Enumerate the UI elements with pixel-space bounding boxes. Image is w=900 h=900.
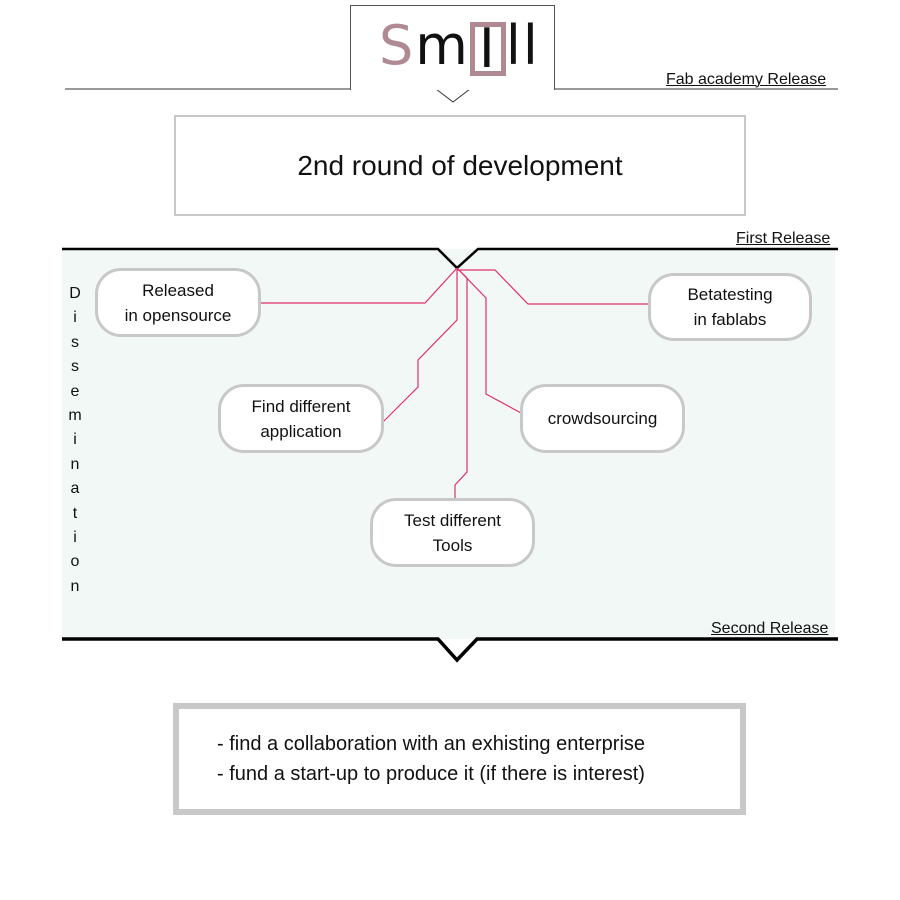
node-crowdsourcing: crowdsourcing (520, 384, 685, 453)
node-test-tools: Test different Tools (370, 498, 535, 567)
letter: m (68, 407, 82, 425)
connector-crowdsourcing (456, 267, 522, 414)
letter: i (73, 529, 77, 547)
next-steps-box: - find a collaboration with an exhisting… (173, 703, 746, 815)
letter: i (73, 309, 77, 327)
node-released: Released in opensource (95, 268, 261, 337)
title-text: 2nd round of development (297, 149, 623, 181)
letter: t (72, 504, 78, 522)
letter: o (70, 553, 80, 571)
next-step-1: - find a collaboration with an exhisting… (217, 733, 646, 755)
top-pointer (435, 88, 471, 103)
letter: i (73, 431, 77, 449)
letter: e (70, 382, 80, 400)
first-release-label: First Release (736, 230, 831, 247)
second-release-line (62, 637, 838, 663)
logo-ll: ll (505, 14, 540, 77)
node-betatesting: Betatesting in fablabs (648, 273, 812, 341)
letter: a (70, 480, 80, 498)
letter: D (69, 285, 81, 302)
letter: n (70, 455, 80, 473)
connector-find (381, 268, 458, 424)
connector-released (258, 267, 458, 304)
logo-m: m (415, 14, 470, 77)
logo-s: S (379, 14, 416, 77)
letter: s (71, 358, 79, 376)
next-step-2: - fund a start-up to produce it (if ther… (217, 763, 645, 785)
fab-academy-release-label: Fab academy Release (666, 71, 827, 88)
letter: n (70, 577, 80, 595)
first-release-line (62, 247, 838, 270)
title-box: 2nd round of development (174, 115, 746, 216)
dissemination-label: D i s s e m i n a t i o n (68, 282, 82, 599)
letter: s (71, 333, 79, 351)
connector-betatesting (457, 269, 650, 305)
second-release-label: Second Release (711, 620, 829, 637)
node-find-application: Find different application (218, 384, 384, 453)
logo-i: I (469, 22, 506, 77)
